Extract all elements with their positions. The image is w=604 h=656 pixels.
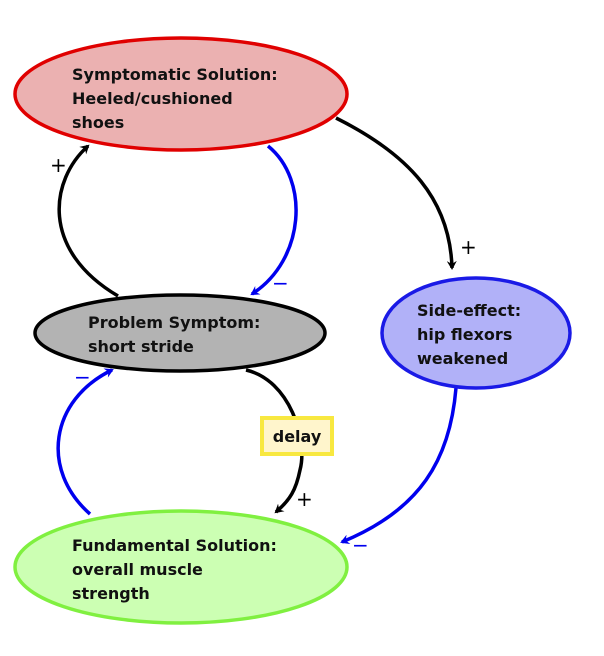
- edge-symptomatic-to-problem: [250, 144, 298, 296]
- node-side-effect-line-1: Side-effect:: [417, 301, 521, 320]
- node-symptomatic-solution: Symptomatic Solution: Heeled/cushioned s…: [13, 36, 349, 152]
- sign-plus-problem-symptomatic: +: [50, 153, 67, 177]
- sign-plus-symptomatic-side-effect: +: [460, 235, 477, 259]
- node-fundamental-line-2: overall muscle: [72, 560, 203, 579]
- node-fundamental-line-1: Fundamental Solution:: [72, 536, 277, 555]
- node-problem-symptom: Problem Symptom: short stride: [33, 293, 327, 373]
- node-problem-line-1: Problem Symptom:: [88, 313, 260, 332]
- node-symptomatic-line-2: Heeled/cushioned: [72, 89, 233, 108]
- sign-minus-side-effect-fundamental: −: [352, 533, 369, 557]
- node-symptomatic-line-1: Symptomatic Solution:: [72, 65, 278, 84]
- edge-symptomatic-to-side-effect: [335, 116, 457, 270]
- edge-problem-to-symptomatic: [57, 144, 119, 298]
- node-side-effect: Side-effect: hip flexors weakened: [380, 276, 572, 390]
- edge-problem-to-fundamental: [245, 368, 304, 514]
- edge-fundamental-to-problem: [56, 368, 114, 516]
- sign-minus-symptomatic-problem: −: [272, 271, 289, 295]
- node-side-effect-line-2: hip flexors: [417, 325, 512, 344]
- sign-minus-fundamental-problem: −: [74, 365, 91, 389]
- delay-box: delay: [260, 416, 334, 456]
- delay-label: delay: [273, 427, 322, 446]
- node-symptomatic-line-3: shoes: [72, 113, 124, 132]
- edge-side-effect-to-fundamental: [340, 387, 458, 544]
- node-problem-line-2: short stride: [88, 337, 194, 356]
- node-fundamental-line-3: strength: [72, 584, 150, 603]
- node-side-effect-line-3: weakened: [417, 349, 508, 368]
- node-fundamental-solution: Fundamental Solution: overall muscle str…: [13, 509, 349, 625]
- sign-plus-problem-fundamental: +: [296, 487, 313, 511]
